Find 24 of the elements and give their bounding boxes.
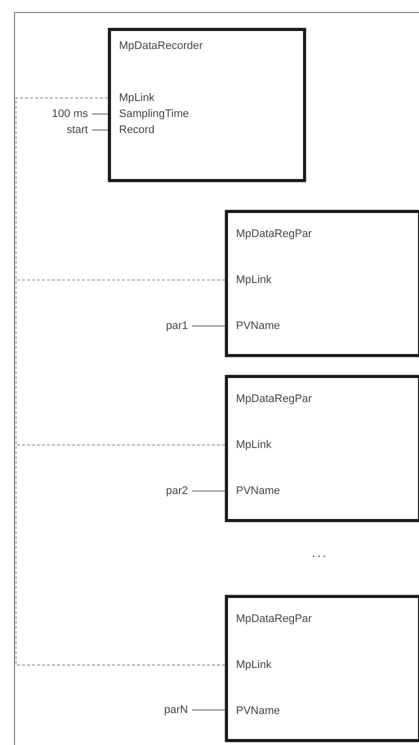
function-block — [225, 210, 419, 357]
function-block — [225, 595, 419, 742]
pin-label: SamplingTime — [119, 107, 189, 121]
function-block — [225, 375, 419, 522]
pin-label: MpLink — [236, 438, 272, 452]
pin-label: PVName — [236, 484, 280, 498]
pin-label: PVName — [236, 319, 280, 333]
input-value: start — [66, 123, 88, 137]
connector-line — [192, 490, 226, 492]
block-title: MpDataRegPar — [236, 392, 312, 406]
pin-label: MpLink — [236, 273, 272, 287]
pin-label: MpLink — [236, 658, 272, 672]
block-title: MpDataRegPar — [236, 227, 312, 241]
pin-label: Record — [119, 123, 154, 137]
input-value: par2 — [166, 484, 188, 498]
ellipsis: ... — [312, 546, 328, 560]
pin-label: MpLink — [119, 91, 154, 105]
pin-label: PVName — [236, 704, 280, 718]
input-value: 100 ms — [52, 107, 88, 121]
block-title: MpDataRecorder — [119, 39, 203, 53]
function-block — [108, 28, 306, 182]
input-value: parN — [164, 703, 188, 717]
input-value: par1 — [166, 319, 188, 333]
block-title: MpDataRegPar — [236, 612, 312, 626]
